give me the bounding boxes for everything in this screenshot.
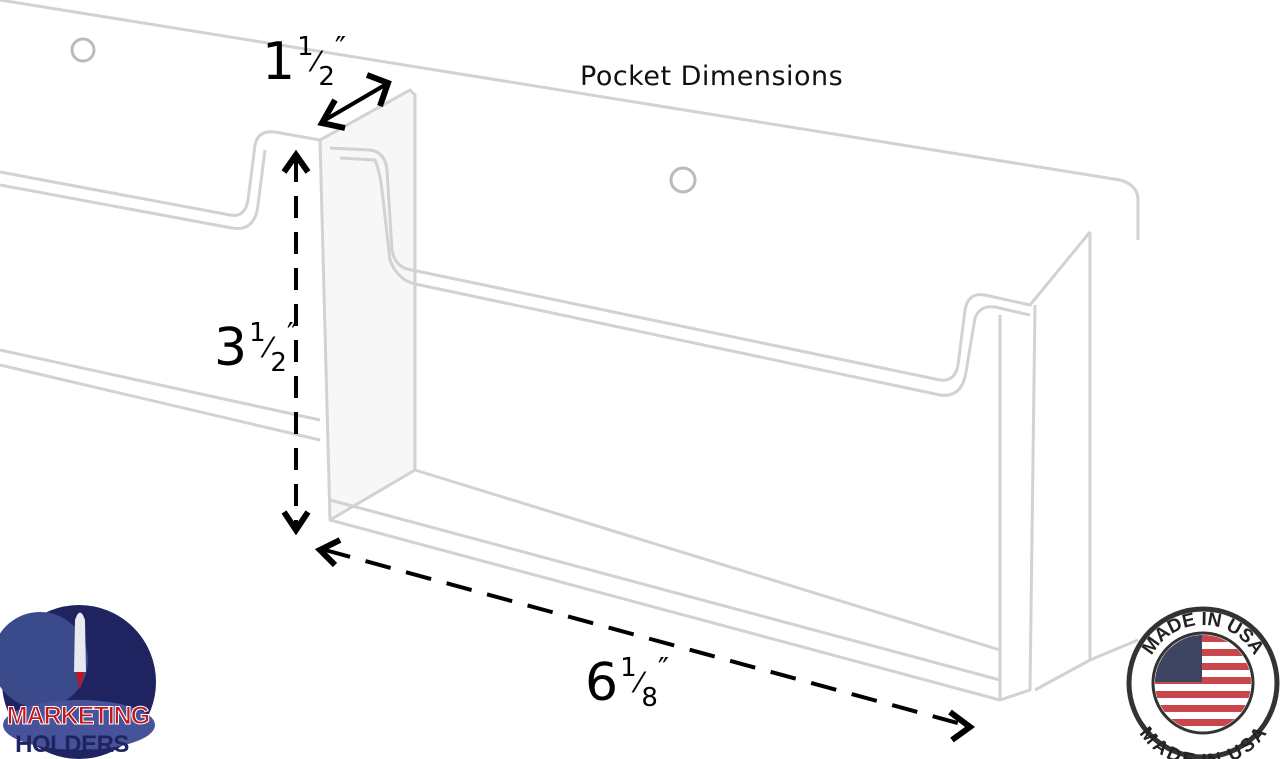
fraction-slash: ⁄ xyxy=(313,45,319,78)
width-arrow xyxy=(324,548,966,727)
dim-numerator: 1 xyxy=(297,32,314,62)
dim-denominator: 2 xyxy=(318,62,335,92)
dim-whole: 1 xyxy=(262,32,296,92)
back-panel xyxy=(0,0,1140,240)
dim-numerator: 1 xyxy=(249,318,266,348)
fraction-slash: ⁄ xyxy=(265,331,271,364)
dim-denominator: 8 xyxy=(641,683,658,713)
dim-unit: ″ xyxy=(334,31,347,66)
dim-denominator: 2 xyxy=(270,348,287,378)
dim-whole: 6 xyxy=(585,653,619,713)
dim-unit: ″ xyxy=(657,652,670,687)
mount-hole xyxy=(70,37,96,63)
fraction-slash: ⁄ xyxy=(636,666,642,699)
height-dimension: 3 1 ⁄ 2 ″ xyxy=(214,317,299,378)
mount-hole xyxy=(669,166,697,194)
marketing-holders-logo xyxy=(0,605,156,759)
brand-line2: HOLDERS xyxy=(15,731,129,758)
made-in-usa-badge: MADE IN USA MADE IN USA xyxy=(1126,606,1280,759)
dim-numerator: 1 xyxy=(620,653,637,683)
pocket-side xyxy=(318,88,417,522)
depth-dimension: 1 1 ⁄ 2 ″ xyxy=(262,31,347,92)
dimension-arrows xyxy=(281,72,976,743)
width-dimension: 6 1 ⁄ 8 ″ xyxy=(585,652,670,713)
depth-arrow xyxy=(323,83,387,122)
page-title: Pocket Dimensions xyxy=(580,61,844,92)
dim-whole: 3 xyxy=(214,318,248,378)
dim-unit: ″ xyxy=(286,317,299,352)
brand-line1: MARKETING xyxy=(6,702,150,730)
